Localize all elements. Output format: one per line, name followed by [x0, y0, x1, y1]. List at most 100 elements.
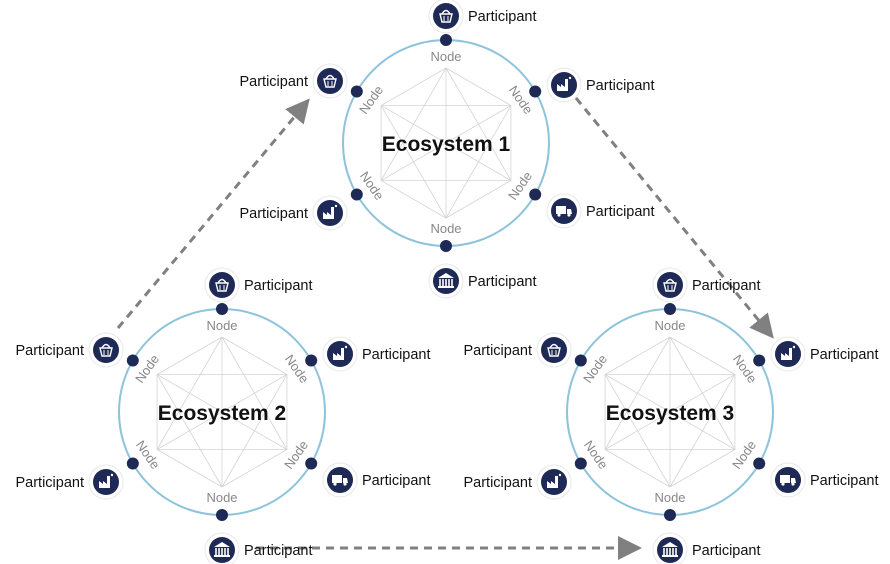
node-label: Node	[206, 490, 237, 505]
ecosystem-title: Ecosystem 2	[158, 402, 286, 425]
ecosystem-3: Ecosystem 3NodeNodeNodeNodeNodeNodeParti…	[463, 267, 879, 564]
mesh-link	[156, 374, 223, 488]
participant[interactable]: Participant	[204, 267, 313, 303]
node-dot[interactable]	[753, 354, 766, 367]
factory-icon	[317, 200, 343, 226]
basket-icon-glyph	[547, 343, 561, 357]
participant[interactable]: Participant	[15, 332, 124, 368]
mesh-link	[604, 374, 671, 488]
node-dot[interactable]	[350, 85, 363, 98]
participant-label: Participant	[468, 9, 537, 25]
participant[interactable]: Participant	[463, 332, 572, 368]
participant-label: Participant	[692, 543, 761, 559]
participant[interactable]: Participant	[322, 336, 431, 372]
basket-icon-glyph	[323, 74, 337, 88]
flow-arrow	[116, 98, 310, 329]
node-label: Node	[206, 318, 237, 333]
participant[interactable]: Participant	[463, 464, 572, 500]
node-label: Node	[430, 221, 461, 236]
ecosystem-title: Ecosystem 3	[606, 402, 734, 425]
node-dot[interactable]	[664, 303, 676, 315]
participant-label: Participant	[362, 473, 431, 489]
node-mesh	[604, 336, 736, 488]
participant[interactable]: Participant	[239, 195, 348, 231]
participant[interactable]: Participant	[770, 462, 879, 498]
mesh-link	[380, 105, 512, 181]
node-label: Node	[654, 318, 685, 333]
participant-label: Participant	[810, 473, 879, 489]
mesh-link	[445, 180, 512, 219]
mesh-link	[604, 449, 671, 488]
basket-icon	[433, 3, 459, 29]
participant[interactable]: Participant	[546, 67, 655, 103]
participant-label: Participant	[244, 278, 313, 294]
participant[interactable]: Participant	[770, 336, 879, 372]
node-dot[interactable]	[216, 509, 228, 521]
participant[interactable]: Participant	[546, 193, 655, 229]
participant-label: Participant	[586, 78, 655, 94]
mesh-link	[156, 449, 223, 488]
basket-icon	[657, 272, 683, 298]
participant-label: Participant	[15, 343, 84, 359]
basket-icon	[93, 337, 119, 363]
node-dot[interactable]	[664, 509, 676, 521]
participant-label: Participant	[586, 204, 655, 220]
participant[interactable]: Participant	[322, 462, 431, 498]
participant[interactable]: Participant	[239, 63, 348, 99]
mesh-link	[380, 67, 447, 106]
mesh-link	[156, 374, 288, 450]
node-mesh	[156, 336, 288, 488]
node-dot[interactable]	[574, 354, 587, 367]
bank-icon-glyph	[662, 542, 678, 557]
mesh-link	[156, 336, 223, 375]
basket-icon-glyph	[663, 278, 677, 292]
basket-icon-glyph	[99, 343, 113, 357]
node-dot[interactable]	[574, 457, 587, 470]
node-dot[interactable]	[305, 354, 318, 367]
node-dot[interactable]	[216, 303, 228, 315]
node-dot[interactable]	[753, 457, 766, 470]
flow-arrow	[574, 97, 774, 339]
participant[interactable]: Participant	[428, 263, 537, 299]
participant[interactable]: Participant	[15, 464, 124, 500]
ecosystem-title: Ecosystem 1	[382, 133, 511, 156]
node-mesh	[380, 67, 512, 219]
node-dot[interactable]	[126, 354, 139, 367]
mesh-link	[221, 336, 288, 375]
factory-icon-glyph	[547, 473, 562, 488]
mesh-link	[445, 67, 512, 106]
factory-icon-glyph	[781, 345, 796, 360]
basket-icon	[541, 337, 567, 363]
node-dot[interactable]	[440, 240, 452, 252]
mesh-link	[604, 374, 736, 450]
participant[interactable]: Participant	[428, 0, 537, 34]
bank-icon-glyph	[438, 273, 454, 288]
mesh-link	[380, 105, 447, 219]
node-dot[interactable]	[305, 457, 318, 470]
node-dot[interactable]	[350, 188, 363, 201]
participant[interactable]: Participant	[652, 532, 761, 564]
participant[interactable]: Participant	[204, 532, 313, 564]
node-dot[interactable]	[529, 85, 542, 98]
node-dot[interactable]	[126, 457, 139, 470]
mesh-link	[380, 180, 447, 219]
factory-icon	[551, 72, 577, 98]
participant[interactable]: Participant	[652, 267, 761, 303]
participant-label: Participant	[239, 206, 308, 222]
participant-label: Participant	[463, 343, 532, 359]
factory-icon-glyph	[333, 345, 348, 360]
factory-icon	[775, 341, 801, 367]
node-dot[interactable]	[529, 188, 542, 201]
ecosystem-2: Ecosystem 2NodeNodeNodeNodeNodeNodeParti…	[15, 267, 431, 564]
participant-label: Participant	[810, 347, 879, 363]
basket-icon-glyph	[215, 278, 229, 292]
ecosystems: Ecosystem 1NodeNodeNodeNodeNodeNodeParti…	[15, 0, 879, 564]
node-dot[interactable]	[440, 34, 452, 46]
participant-label: Participant	[463, 475, 532, 491]
mesh-link	[669, 449, 736, 488]
participant-label: Participant	[239, 74, 308, 90]
mesh-link	[669, 336, 736, 375]
truck-icon-glyph	[556, 206, 572, 217]
basket-icon	[317, 68, 343, 94]
